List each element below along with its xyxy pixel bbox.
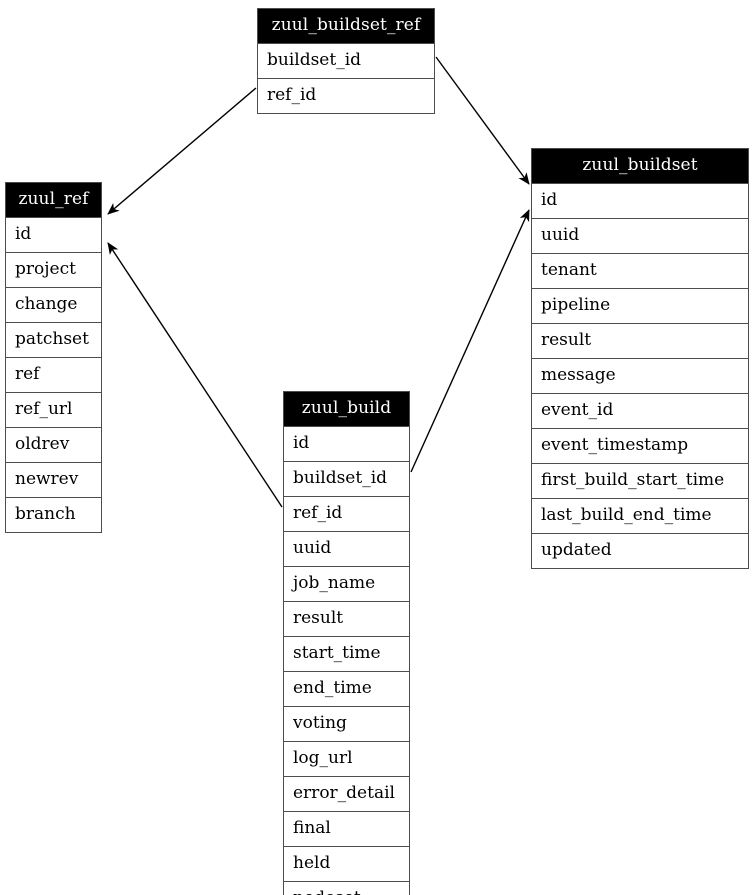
entity-title-zuul_ref: zuul_ref (6, 183, 101, 217)
field-zuul_build-log_url[interactable]: log_url (284, 741, 409, 776)
entity-title-zuul_buildset_ref: zuul_buildset_ref (258, 9, 434, 43)
entity-title-zuul_buildset: zuul_buildset (532, 149, 748, 183)
entity-title-zuul_build: zuul_build (284, 392, 409, 426)
field-zuul_ref-ref[interactable]: ref (6, 357, 101, 392)
field-zuul_ref-project[interactable]: project (6, 252, 101, 287)
field-zuul_build-start_time[interactable]: start_time (284, 636, 409, 671)
field-zuul_buildset-last_build_end_time[interactable]: last_build_end_time (532, 498, 748, 533)
field-zuul_buildset_ref-buildset_id[interactable]: buildset_id (258, 43, 434, 78)
field-zuul_build-id[interactable]: id (284, 426, 409, 461)
field-zuul_build-held[interactable]: held (284, 846, 409, 881)
field-zuul_buildset-pipeline[interactable]: pipeline (532, 288, 748, 323)
field-zuul_build-voting[interactable]: voting (284, 706, 409, 741)
field-zuul_build-final[interactable]: final (284, 811, 409, 846)
field-zuul_ref-change[interactable]: change (6, 287, 101, 322)
field-zuul_buildset-event_timestamp[interactable]: event_timestamp (532, 428, 748, 463)
field-zuul_buildset_ref-ref_id[interactable]: ref_id (258, 78, 434, 113)
field-zuul_buildset-tenant[interactable]: tenant (532, 253, 748, 288)
field-zuul_ref-newrev[interactable]: newrev (6, 462, 101, 497)
field-zuul_ref-ref_url[interactable]: ref_url (6, 392, 101, 427)
edge-build-ref_id-to-ref-id (107, 242, 283, 508)
field-zuul_build-ref_id[interactable]: ref_id (284, 496, 409, 531)
field-zuul_build-end_time[interactable]: end_time (284, 671, 409, 706)
field-zuul_ref-oldrev[interactable]: oldrev (6, 427, 101, 462)
field-zuul_buildset-updated[interactable]: updated (532, 533, 748, 568)
field-zuul_ref-branch[interactable]: branch (6, 497, 101, 532)
field-zuul_buildset-id[interactable]: id (532, 183, 748, 218)
field-zuul_buildset-uuid[interactable]: uuid (532, 218, 748, 253)
field-zuul_ref-id[interactable]: id (6, 217, 101, 252)
edge-build-buildset_id-to-buildset-id (410, 209, 530, 473)
field-zuul_buildset-first_build_start_time[interactable]: first_build_start_time (532, 463, 748, 498)
field-zuul_buildset-result[interactable]: result (532, 323, 748, 358)
field-zuul_buildset-message[interactable]: message (532, 358, 748, 393)
field-zuul_build-job_name[interactable]: job_name (284, 566, 409, 601)
edge-buildset_ref-ref_id-to-ref-id (107, 87, 257, 215)
field-zuul_build-uuid[interactable]: uuid (284, 531, 409, 566)
field-zuul_ref-patchset[interactable]: patchset (6, 322, 101, 357)
field-zuul_build-result[interactable]: result (284, 601, 409, 636)
field-zuul_build-error_detail[interactable]: error_detail (284, 776, 409, 811)
field-zuul_build-buildset_id[interactable]: buildset_id (284, 461, 409, 496)
field-zuul_build-nodeset[interactable]: nodeset (284, 881, 409, 895)
edge-buildset_ref-buildset_id-to-buildset-id (435, 56, 530, 185)
field-zuul_buildset-event_id[interactable]: event_id (532, 393, 748, 428)
